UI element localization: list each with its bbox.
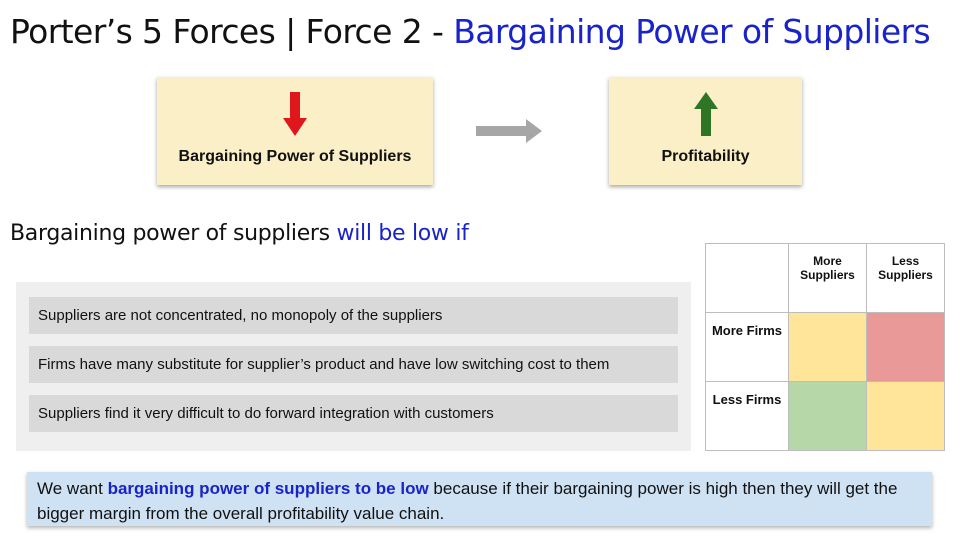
title-prefix: Porter’s 5 Forces | Force 2 -: [10, 12, 454, 51]
matrix-cell: [866, 381, 945, 451]
profitability-card: Profitability: [609, 77, 802, 185]
matrix-cell: [788, 381, 867, 451]
matrix-cell: [788, 312, 867, 382]
supplier-power-card: Bargaining Power of Suppliers: [157, 77, 433, 185]
up-arrow-icon: [693, 92, 718, 136]
summary-callout: We want bargaining power of suppliers to…: [27, 472, 932, 526]
matrix-row-header: More Firms: [705, 312, 789, 382]
matrix-row-header: Less Firms: [705, 381, 789, 451]
down-arrow-icon: [283, 92, 307, 136]
condition-item: Suppliers find it very difficult to do f…: [29, 395, 678, 432]
conditions-panel: Suppliers are not concentrated, no monop…: [16, 282, 691, 451]
summary-highlight: bargaining power of suppliers to be low: [107, 479, 429, 498]
supplier-power-label: Bargaining Power of Suppliers: [178, 148, 412, 165]
condition-item: Firms have many substitute for supplier’…: [29, 346, 678, 383]
conditions-heading-highlight: will be low if: [336, 221, 469, 246]
matrix-cell: [866, 312, 945, 382]
supplier-firm-matrix: More Suppliers Less Suppliers More Firms…: [705, 243, 945, 451]
matrix-col-header: More Suppliers: [788, 243, 867, 313]
conditions-heading-prefix: Bargaining power of suppliers: [10, 221, 337, 246]
matrix-col-header: Less Suppliers: [866, 243, 945, 313]
right-arrow-icon: [476, 119, 542, 143]
title-highlight: Bargaining Power of Suppliers: [453, 12, 931, 51]
summary-prefix: We want: [37, 479, 108, 498]
summary-suffix: because if their bargaining power is hig…: [37, 479, 898, 523]
matrix-corner-cell: [705, 243, 789, 313]
conditions-heading: Bargaining power of suppliers will be lo…: [10, 221, 469, 246]
profitability-label: Profitability: [661, 148, 750, 165]
page-title: Porter’s 5 Forces | Force 2 - Bargaining…: [10, 10, 955, 54]
condition-item: Suppliers are not concentrated, no monop…: [29, 297, 678, 334]
